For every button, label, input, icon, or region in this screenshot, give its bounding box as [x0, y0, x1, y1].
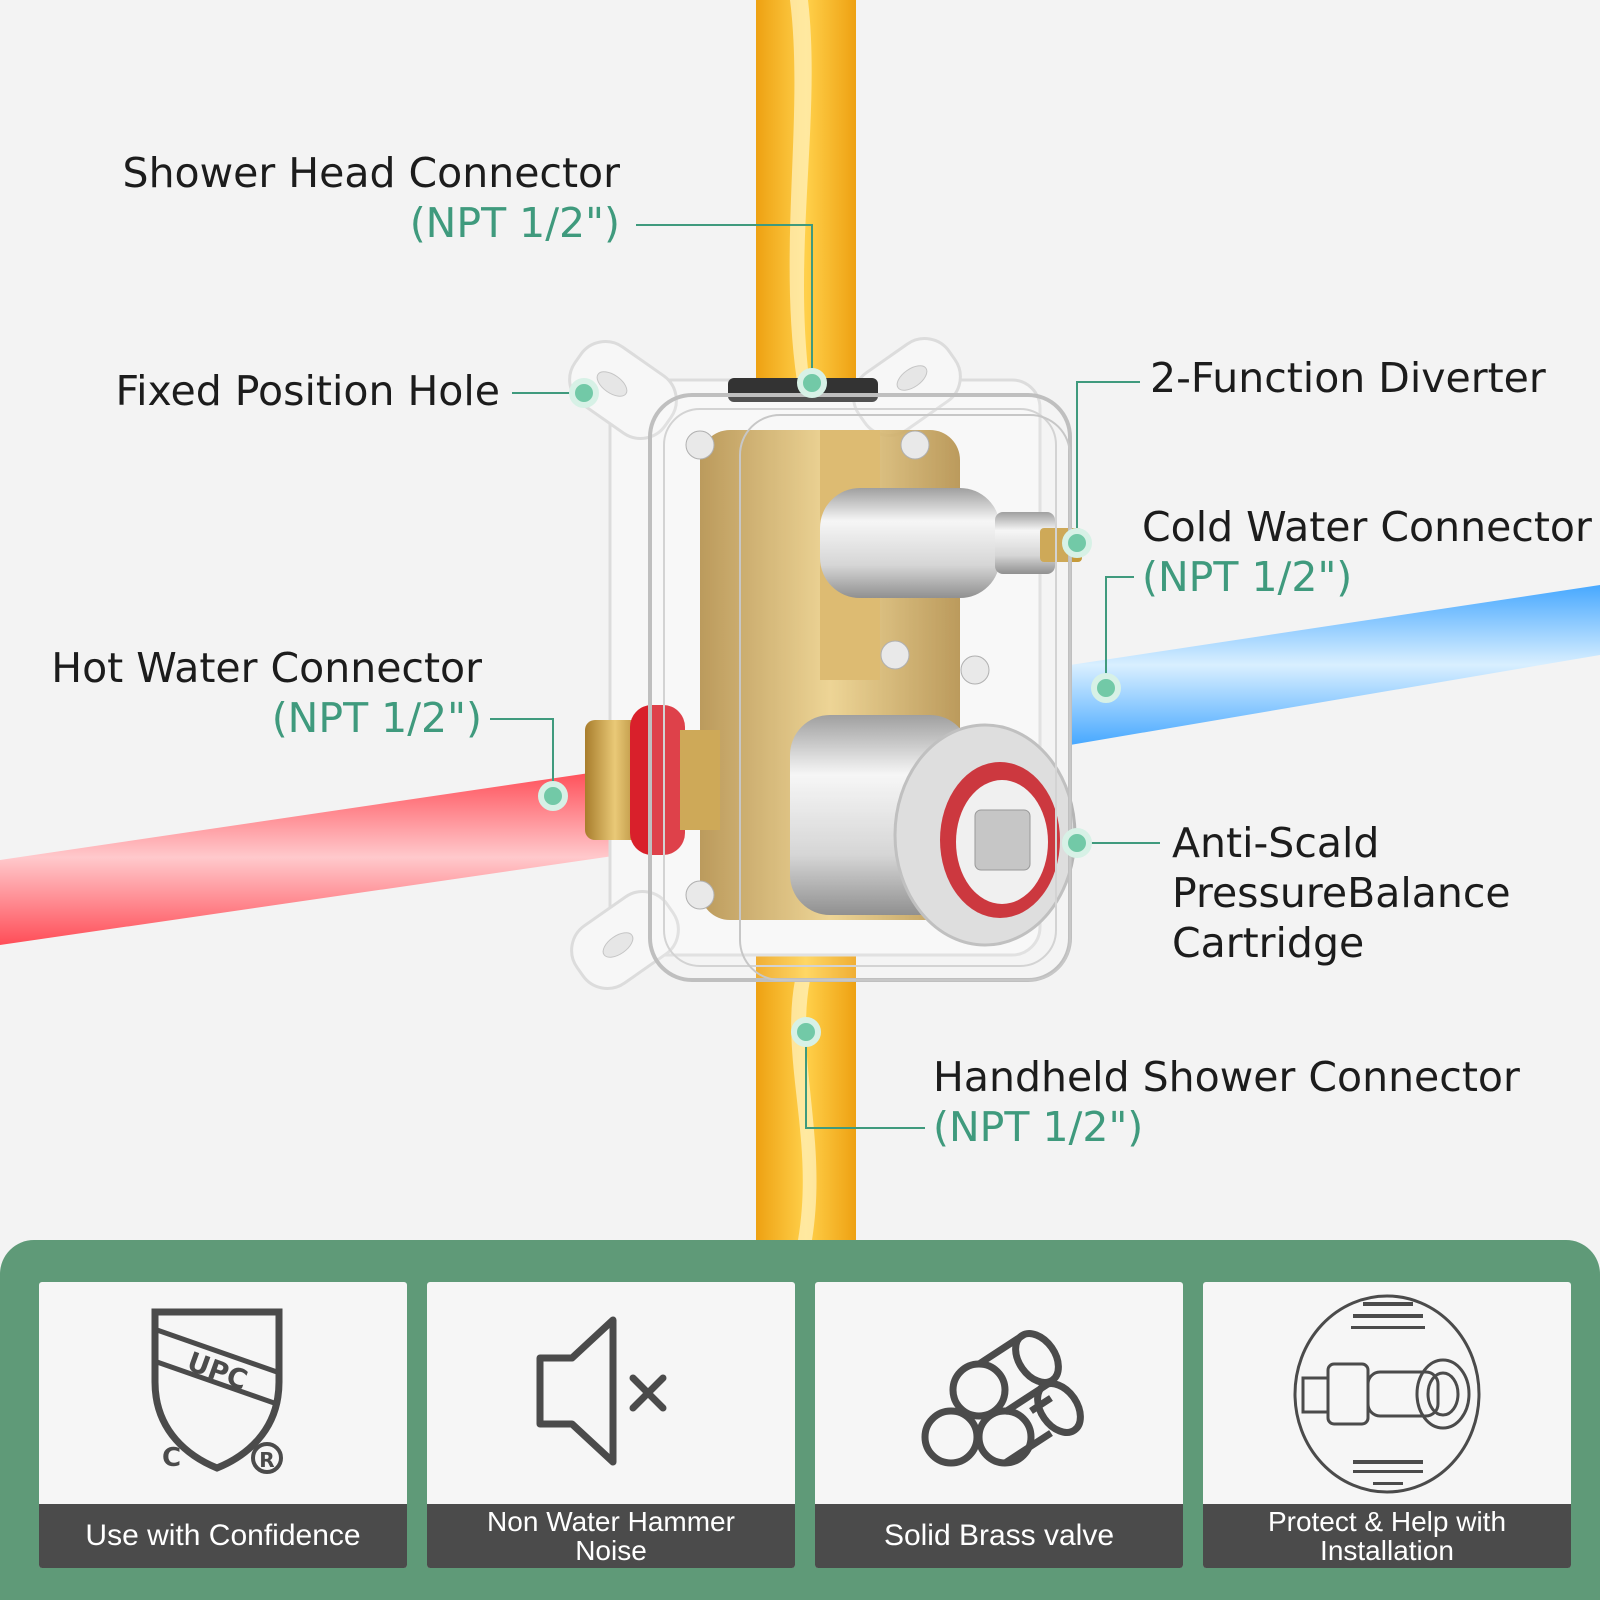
valve-illustration	[0, 0, 1600, 1240]
label-shower-head: Shower Head Connector (NPT 1/2")	[123, 148, 620, 248]
feature-caption-hammer: Non Water Hammer Noise	[427, 1504, 795, 1568]
dot-handheld	[791, 1017, 821, 1047]
callout-dots	[538, 368, 1121, 1047]
brass-bars-icon	[921, 1330, 1084, 1467]
upc-badge-r: R	[259, 1448, 274, 1472]
hot-water-pipe	[0, 770, 620, 945]
diverter-spindle	[820, 488, 1082, 598]
label-diverter: 2-Function Diverter	[1150, 353, 1546, 403]
label-anti-scald-line2: PressureBalance	[1172, 869, 1511, 917]
label-cold-water-title: Cold Water Connector	[1142, 503, 1592, 551]
feature-caption-hammer-line2: Noise	[575, 1535, 647, 1566]
feature-caption-upc: Use with Confidence	[39, 1504, 407, 1568]
plaster-guard-icon	[1293, 1294, 1481, 1494]
label-handheld-sub: (NPT 1/2")	[933, 1103, 1144, 1151]
cartridge-cylinder	[790, 715, 1077, 947]
upc-badge-c: C	[162, 1443, 181, 1473]
leader-lines	[490, 224, 1160, 1129]
label-fixed-hole-title: Fixed Position Hole	[115, 367, 500, 415]
label-cold-water: Cold Water Connector (NPT 1/2")	[1142, 502, 1592, 602]
label-shower-head-title: Shower Head Connector	[122, 149, 620, 197]
label-handheld-title: Handheld Shower Connector	[933, 1053, 1520, 1101]
label-hot-water-sub: (NPT 1/2")	[271, 694, 482, 742]
cold-water-pipe	[1070, 585, 1600, 745]
label-fixed-hole: Fixed Position Hole	[116, 366, 500, 416]
label-hot-water-title: Hot Water Connector	[51, 644, 482, 692]
hot-inlet-fitting	[585, 705, 720, 855]
feature-caption-guard-line2: Installation	[1320, 1535, 1454, 1566]
feature-card-hammer: Non Water Hammer Noise	[427, 1282, 795, 1568]
label-cold-water-sub: (NPT 1/2")	[1142, 553, 1353, 601]
feature-caption-guard-line1: Protect & Help with	[1267, 1506, 1507, 1537]
feature-caption-brass: Solid Brass valve	[815, 1504, 1183, 1568]
muted-speaker-icon	[536, 1316, 667, 1466]
feature-card-guard: Protect & Help with Installation	[1203, 1282, 1571, 1568]
label-handheld: Handheld Shower Connector (NPT 1/2")	[933, 1052, 1520, 1152]
dot-shower-head	[797, 368, 827, 398]
feature-caption-guard: Protect & Help with Installation	[1203, 1504, 1571, 1568]
upc-shield-icon: UPC C R	[151, 1308, 283, 1474]
label-hot-water: Hot Water Connector (NPT 1/2")	[51, 643, 482, 743]
label-anti-scald: Anti-Scald PressureBalance Cartridge	[1172, 818, 1511, 968]
feature-caption-hammer-line1: Non Water Hammer	[487, 1506, 735, 1537]
dot-diverter	[1062, 528, 1092, 558]
clear-guard	[648, 393, 1072, 982]
feature-panel: UPC C R Use with Confidence Non Water Ha…	[0, 1240, 1600, 1600]
dot-fixed-hole	[569, 378, 599, 408]
label-shower-head-sub: (NPT 1/2")	[409, 199, 620, 247]
feature-card-upc: UPC C R Use with Confidence	[39, 1282, 407, 1568]
feature-card-brass: Solid Brass valve	[815, 1282, 1183, 1568]
dot-cold-water	[1091, 673, 1121, 703]
upc-badge-text: UPC	[183, 1346, 251, 1396]
dot-anti-scald	[1062, 828, 1092, 858]
label-anti-scald-line1: Anti-Scald	[1172, 819, 1380, 867]
label-diverter-title: 2-Function Diverter	[1150, 354, 1546, 402]
dot-hot-water	[538, 781, 568, 811]
label-anti-scald-line3: Cartridge	[1172, 919, 1365, 967]
